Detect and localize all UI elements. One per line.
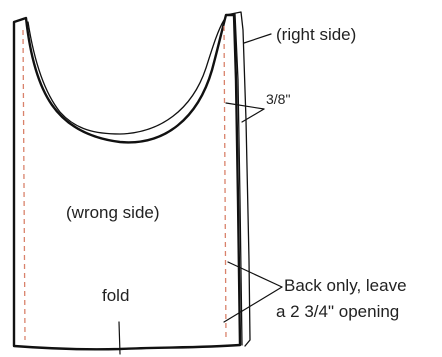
seam-allowance-leader-b (241, 108, 265, 123)
right-seam-line (223, 25, 227, 341)
seam-allowance-label: 3/8" (266, 91, 290, 107)
fold-label: fold (102, 286, 129, 305)
wrong-side-label: (wrong side) (66, 203, 160, 222)
opening-leader-b (223, 286, 283, 323)
bag-handle-inner-edge (27, 19, 225, 135)
right-side-leader (243, 33, 272, 44)
bag-back-layer-edge (234, 13, 243, 346)
right-side-label: (right side) (276, 25, 356, 44)
left-seam-line (22, 29, 26, 341)
seam-allowance-leader-a (225, 102, 265, 110)
back-only-label-line2: a 2 3/4" opening (276, 302, 399, 321)
back-only-label-line1: Back only, leave (284, 276, 407, 295)
fold-marker (118, 321, 121, 355)
opening-leader-a (227, 261, 283, 288)
